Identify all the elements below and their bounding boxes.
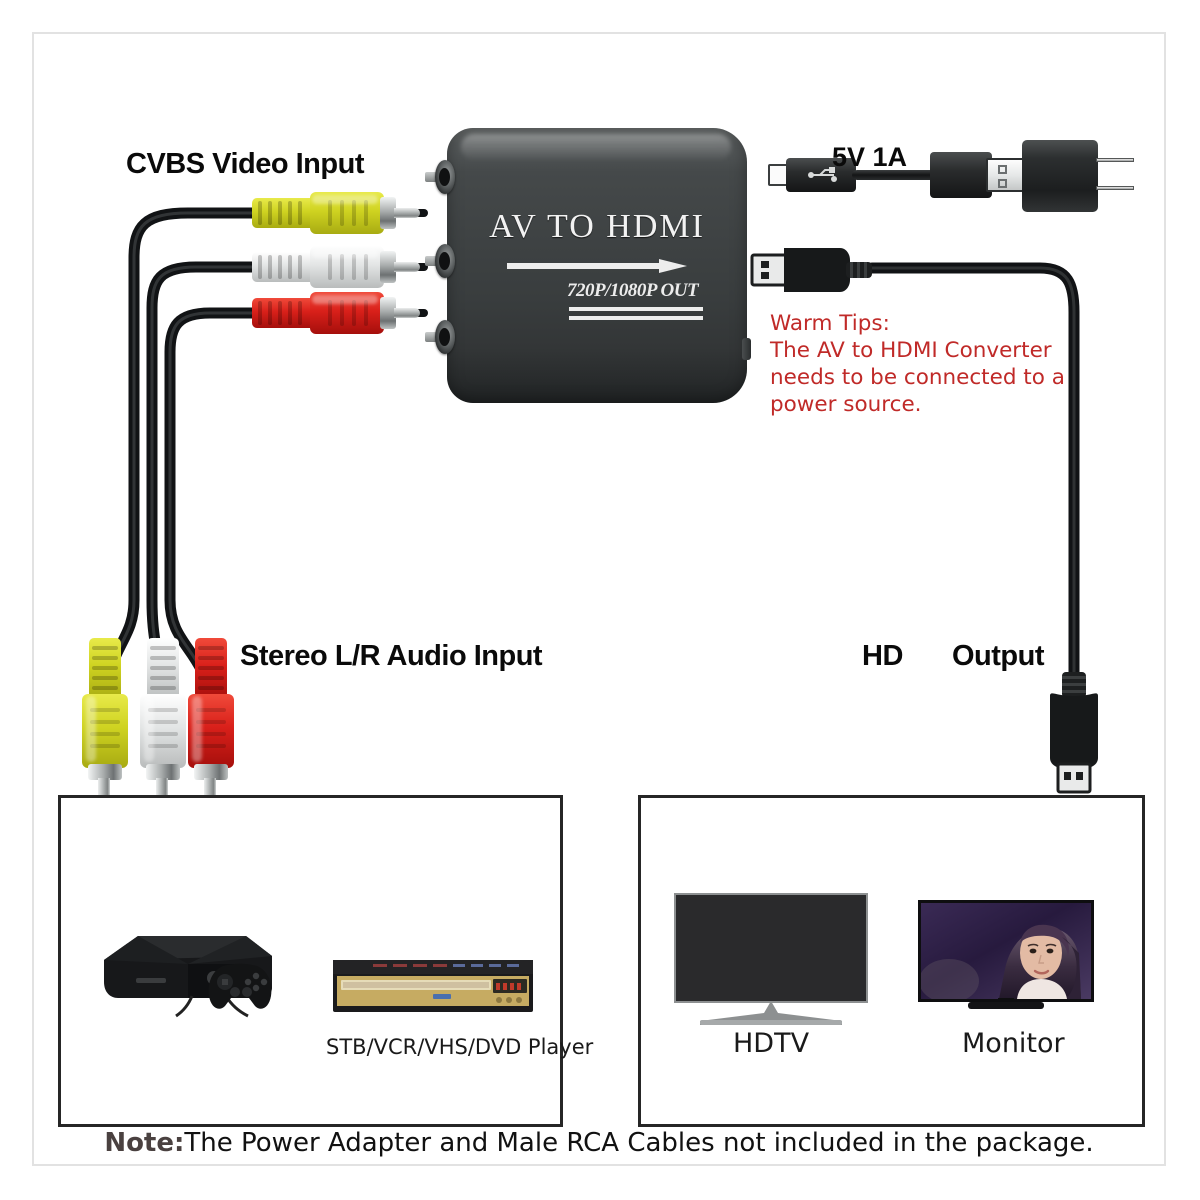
converter-title: AV TO HDMI — [489, 208, 705, 245]
rca-plug-audio-right-horizontal — [252, 292, 420, 334]
rca-plug-audio-right-vertical — [188, 638, 234, 806]
converter-top-highlight — [461, 134, 731, 160]
package-note: Note:The Power Adapter and Male RCA Cabl… — [34, 1128, 1164, 1158]
warm-tips-heading: Warm Tips: — [770, 311, 890, 336]
adapter-prong-2 — [1096, 186, 1134, 190]
caption-stb-dvd: STB/VCR/VHS/DVD Player — [326, 1035, 594, 1059]
rca-jack-video — [425, 160, 455, 194]
caption-monitor: Monitor — [962, 1028, 1065, 1059]
monitor-screen — [918, 900, 1094, 1002]
adapter-prong-1 — [1096, 158, 1134, 162]
warm-tips-line-2: needs to be connected to a — [770, 365, 1065, 390]
hdtv-screen — [674, 893, 868, 1003]
monitor-device — [918, 900, 1094, 1009]
rca-plug-audio-left-vertical — [140, 638, 186, 806]
dvd-player-icon — [333, 960, 533, 1012]
converter-underline-1 — [569, 307, 703, 311]
rca-plug-video-horizontal — [252, 192, 420, 234]
warm-tips-line-3: power source. — [770, 392, 922, 417]
outer-frame — [32, 32, 1166, 1166]
av-to-hdmi-converter: AV TO HDMI 720P/1080P OUT — [425, 128, 751, 403]
warm-tips-note: Warm Tips: The AV to HDMI Converter need… — [770, 310, 1065, 418]
note-label: Note: — [104, 1128, 185, 1158]
warm-tips-line-1: The AV to HDMI Converter — [770, 338, 1052, 363]
converter-underline-2 — [569, 316, 703, 320]
label-cvbs-video-input: CVBS Video Input — [126, 148, 364, 180]
micro-usb-connector — [768, 158, 856, 192]
caption-hdtv: HDTV — [733, 1028, 810, 1059]
rca-plug-audio-left-horizontal — [252, 246, 420, 288]
rca-jack-audio-left — [425, 244, 455, 278]
hdtv-stand — [700, 1001, 842, 1025]
converter-subtitle: 720P/1080P OUT — [567, 280, 699, 301]
usb-icon — [808, 167, 837, 182]
usb-power-cord — [852, 170, 936, 180]
label-hd: HD — [862, 640, 903, 672]
hdmi-connector-icon — [750, 248, 872, 292]
rca-jack-audio-right — [425, 320, 455, 354]
note-text: The Power Adapter and Male RCA Cables no… — [184, 1128, 1094, 1158]
gamepad-icon — [208, 963, 272, 1009]
label-power-rating: 5V 1A — [832, 142, 908, 172]
hdmi-connector-icon-output — [1050, 672, 1098, 794]
monitor-portrait-image — [921, 903, 1091, 999]
label-output: Output — [952, 640, 1045, 672]
usb-a-connector — [930, 152, 1032, 198]
label-stereo-audio-input: Stereo L/R Audio Input — [240, 640, 543, 672]
power-adapter — [1022, 140, 1098, 212]
monitor-stand — [968, 998, 1044, 1009]
converter-side-button[interactable] — [742, 338, 751, 360]
right-arrow-icon — [507, 259, 687, 273]
rca-plug-video-vertical — [82, 638, 128, 806]
hdtv-device — [674, 893, 868, 1025]
